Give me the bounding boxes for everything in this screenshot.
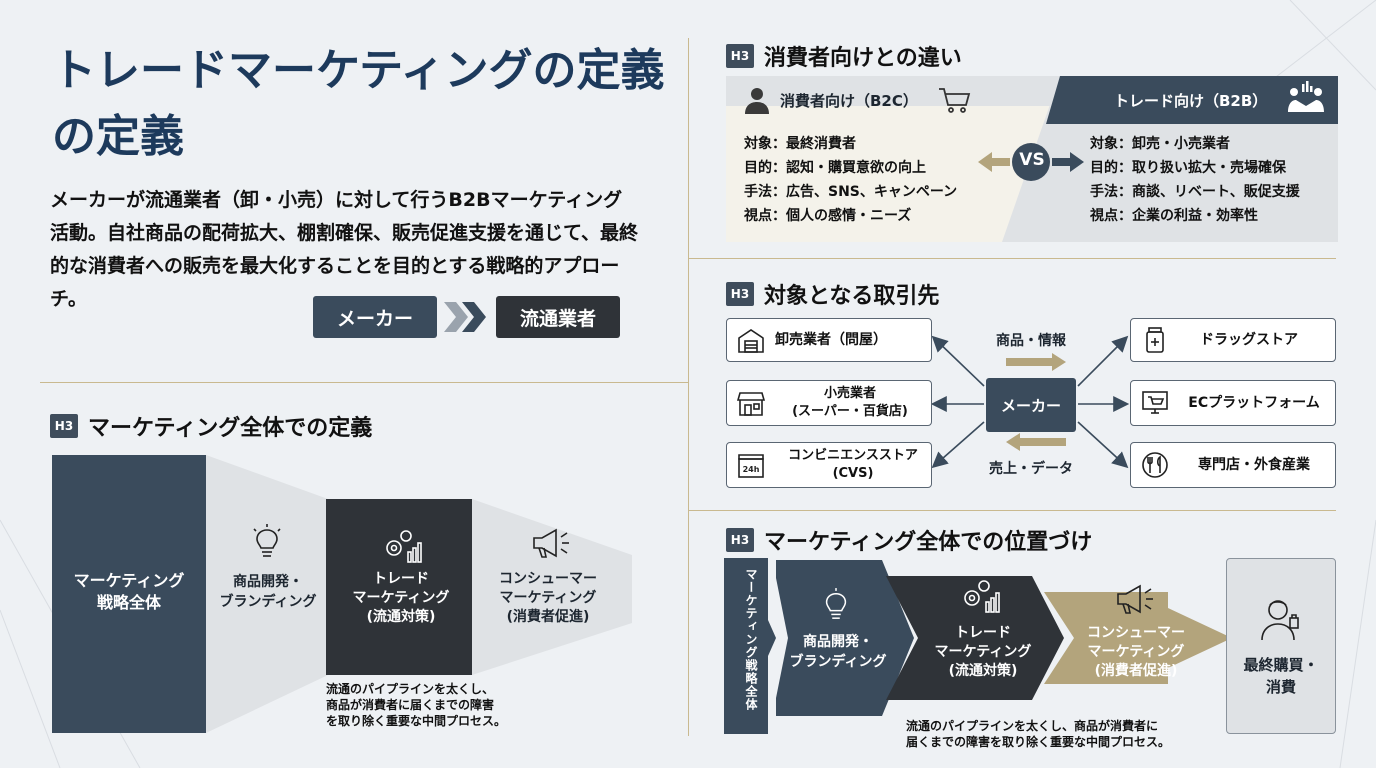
ec-cart-icon (1142, 391, 1168, 414)
maker-node: メーカー (986, 378, 1076, 432)
convenience-store-icon: 24h (738, 454, 764, 478)
position-flow (724, 558, 1232, 734)
right-divider-2 (688, 510, 1336, 511)
b2b-row-target: 対象：卸売・小売業者 (1090, 136, 1230, 152)
h3-badge: H3 (726, 528, 754, 552)
handshake-chart-icon (1288, 81, 1324, 112)
position-stage-3-label: コンシューマー マーケティング (消費者促進) (1087, 625, 1185, 679)
megaphone-icon (1117, 584, 1153, 614)
funnel-stage-1-shape (52, 455, 206, 733)
partner-specialty: 専門店・外食産業 (1130, 442, 1336, 488)
flow-top-label: 商品・情報 (996, 333, 1066, 349)
partners-section-title: 対象となる取引先 (764, 284, 940, 309)
page-title-line1: トレードマーケティングの定義 (52, 45, 665, 96)
h3-badge: H3 (50, 414, 78, 438)
b2c-row-purpose: 目的：認知・購買意欲の向上 (744, 160, 926, 176)
left-divider (40, 382, 688, 383)
position-section-heading: H3 マーケティング全体での位置づけ (726, 524, 1092, 556)
compare-section-heading: H3 消費者向けとの違い (726, 40, 962, 72)
b2c-list: 対象：最終消費者 目的：認知・購買意欲の向上 手法：広告、SNS、キャンペーン … (744, 132, 957, 228)
store-icon (737, 392, 765, 416)
compare-section-title: 消費者向けとの違い (764, 46, 962, 71)
b2b-row-view: 視点：企業の利益・効率性 (1090, 208, 1258, 224)
distributor-pill: 流通業者 (496, 296, 620, 338)
lightbulb-icon (825, 588, 847, 619)
intro-text: メーカーが流通業者（卸・小売）に対して行うB2Bマーケティング活動。自社商品の配… (50, 189, 639, 310)
cvs-24h-text: 24h (743, 465, 760, 474)
funnel-stage-4-label: コンシューマー マーケティング (消費者促進) (499, 571, 597, 625)
partners-section-heading: H3 対象となる取引先 (726, 278, 939, 310)
left-section-heading: H3 マーケティング全体での定義 (50, 410, 372, 442)
position-stage-2-shape (886, 576, 1064, 700)
funnel-stage-2-label: 商品開発・ ブランディング (219, 574, 317, 610)
b2c-row-view: 視点：個人の感情・ニーズ (744, 208, 912, 224)
left-funnel-note: 流通のパイプラインを太くし、 商品が消費者に届くまでの障害 を取り除く重要な中間… (326, 682, 507, 728)
customer-icon (1261, 600, 1299, 640)
partner-ec-label: ECプラットフォーム (1188, 395, 1320, 411)
right-divider-1 (688, 258, 1336, 259)
dining-icon (1142, 452, 1168, 478)
partner-cvs-label: コンビニエンスストア (CVS) (788, 448, 918, 481)
medicine-icon (1146, 327, 1164, 353)
h3-badge: H3 (726, 44, 754, 68)
marketing-funnel (52, 455, 632, 733)
b2b-list: 対象：卸売・小売業者 目的：取り扱い拡大・売場確保 手法：商談、リベート、販促支… (1090, 132, 1300, 228)
partner-wholesaler: 卸売業者（問屋） (726, 318, 932, 362)
b2b-row-method: 手法：商談、リベート、販促支援 (1090, 184, 1300, 200)
position-stage-1-label: 商品開発・ ブランディング (789, 634, 887, 670)
position-vertical-shape (724, 558, 776, 734)
partner-retailer: 小売業者 (スーパー・百貨店) (726, 380, 932, 426)
funnel-stage-1-label: マーケティング 戦略全体 (73, 571, 185, 612)
final-purchase-box (1226, 558, 1336, 734)
funnel-stage-4-shape (472, 499, 632, 675)
position-note: 流通のパイプラインを太くし、商品が消費者に 届くまでの障害を取り除く重要な中間プ… (906, 719, 1171, 749)
partner-specialty-label: 専門店・外食産業 (1198, 457, 1310, 473)
position-section-title: マーケティング全体での位置づけ (764, 530, 1093, 555)
compare-panel (726, 76, 1338, 242)
center-divider (688, 38, 689, 736)
b2c-row-target: 対象：最終消費者 (744, 136, 856, 152)
final-purchase-label: 最終購買・ 消費 (1243, 656, 1319, 696)
gears-chart-icon (964, 580, 1000, 613)
flow-bottom-label: 売上・データ (989, 461, 1073, 477)
partner-drugstore: ドラッグストア (1130, 318, 1336, 362)
partner-network-lines (930, 335, 1130, 469)
person-icon (745, 88, 769, 114)
chevrons-icon (444, 302, 486, 332)
cart-icon (939, 88, 971, 113)
b2b-row-purpose: 目的：取り扱い拡大・売場確保 (1090, 160, 1286, 176)
h3-badge: H3 (726, 282, 754, 306)
b2b-title: トレード向け（B2B） (1114, 92, 1268, 110)
partner-cvs: 24h コンビニエンスストア (CVS) (726, 442, 932, 488)
funnel-stage-2-shape (206, 455, 328, 733)
lightbulb-icon (253, 524, 281, 557)
gears-chart-icon (386, 530, 422, 563)
partner-wholesaler-label: 卸売業者（問屋） (775, 332, 887, 348)
position-vertical-label: マーケティング戦略全体 (744, 568, 758, 711)
b2c-row-method: 手法：広告、SNS、キャンペーン (744, 184, 958, 200)
left-section-title: マーケティング全体での定義 (88, 416, 373, 441)
megaphone-icon (533, 528, 569, 558)
partner-ec: ECプラットフォーム (1130, 380, 1336, 426)
position-stage-3-shape (1044, 592, 1232, 684)
funnel-stage-3-label: トレード マーケティング (流通対策) (352, 571, 450, 625)
partner-retailer-label: 小売業者 (スーパー・百貨店) (792, 386, 908, 419)
page-title-line2: の定義 (52, 111, 184, 162)
vs-arrows (978, 143, 1084, 181)
position-stage-2-label: トレード マーケティング (流通対策) (934, 625, 1032, 679)
page-title: トレードマーケティングの定義 の定義 (52, 38, 672, 170)
b2c-title: 消費者向け（B2C） (780, 92, 918, 110)
position-stage-1-shape (776, 560, 914, 716)
maker-pill: メーカー (313, 296, 437, 338)
funnel-stage-3-shape (326, 499, 472, 675)
warehouse-icon (738, 329, 764, 353)
partner-drugstore-label: ドラッグストア (1200, 332, 1298, 348)
vs-label: VS (1019, 150, 1045, 170)
